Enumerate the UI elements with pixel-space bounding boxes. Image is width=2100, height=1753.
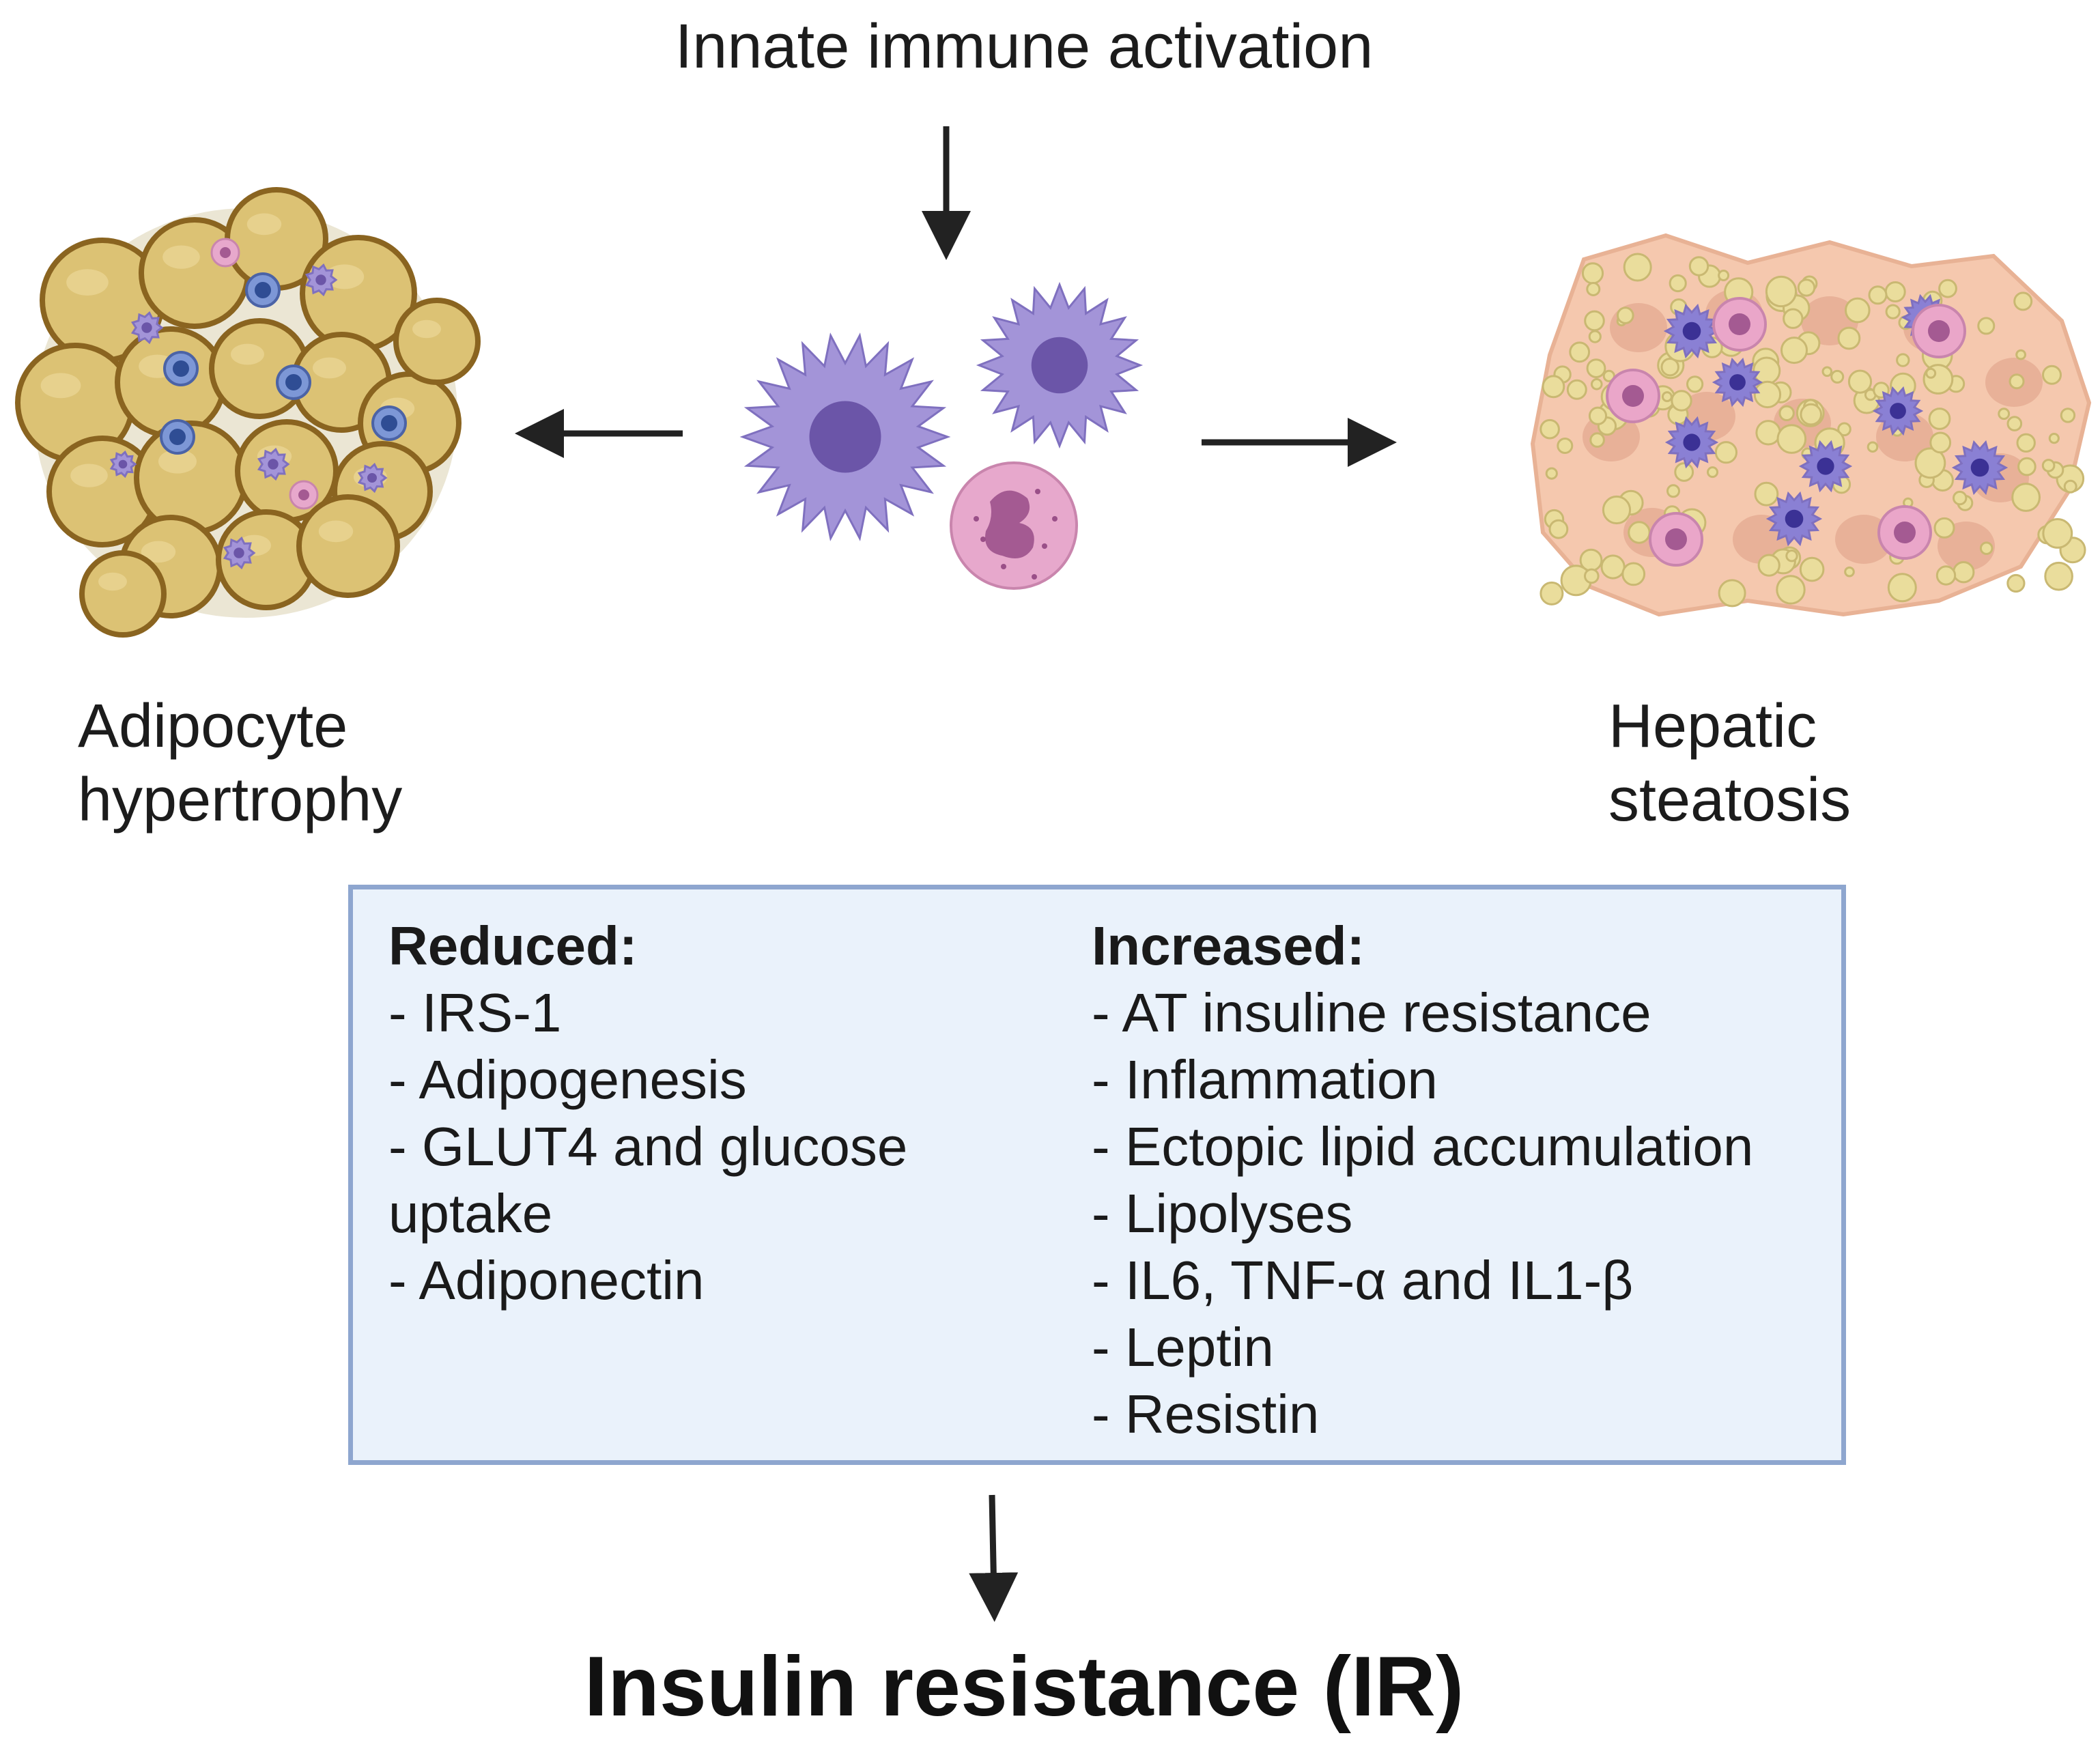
- macrophage-large: [739, 332, 951, 541]
- increased-item: - Inflammation: [1092, 1049, 1438, 1110]
- increased-item: - Lipolyses: [1092, 1183, 1353, 1244]
- reduced-item: - Adipogenesis: [388, 1049, 747, 1110]
- adipose-tissue-icon: [15, 187, 481, 638]
- reduced-item: - GLUT4 and glucose uptake: [388, 1116, 908, 1244]
- liver-immune-cells: [1606, 294, 2009, 567]
- reduced-heading: Reduced:: [388, 915, 638, 976]
- increased-item: - Leptin: [1092, 1317, 1274, 1378]
- adipocyte: [79, 550, 167, 638]
- increased-item: - Ectopic lipid accumulation: [1092, 1116, 1754, 1177]
- increased-item: - Resistin: [1092, 1384, 1320, 1444]
- reduced-item: - IRS-1: [388, 982, 562, 1043]
- immune-cells-icon: [739, 281, 1144, 590]
- title-innate-immune-activation: Innate immune activation: [675, 12, 1374, 81]
- adipocyte: [296, 494, 400, 598]
- increased-item: - AT insuline resistance: [1092, 982, 1651, 1043]
- macrophage-small: [976, 281, 1144, 449]
- neutrophil: [950, 461, 1078, 590]
- liver-tissue-icon: [1530, 233, 2092, 617]
- adipocyte: [393, 298, 481, 385]
- reduced-column: Reduced: - IRS-1 - Adipogenesis - GLUT4 …: [388, 913, 1058, 1314]
- increased-heading: Increased:: [1092, 915, 1365, 976]
- arrow-to-outcome: [969, 1494, 1019, 1622]
- adipose-immune-cells: [109, 238, 407, 570]
- adipocyte-cluster: [15, 187, 481, 638]
- summary-box: Reduced: - IRS-1 - Adipogenesis - GLUT4 …: [348, 885, 1846, 1465]
- reduced-item: - Adiponectin: [388, 1250, 705, 1311]
- increased-column: Increased: - AT insuline resistance - In…: [1092, 913, 1843, 1448]
- increased-item: - IL6, TNF-α and IL1-β: [1092, 1250, 1634, 1311]
- outcome-insulin-resistance: Insulin resistance (IR): [584, 1640, 1464, 1734]
